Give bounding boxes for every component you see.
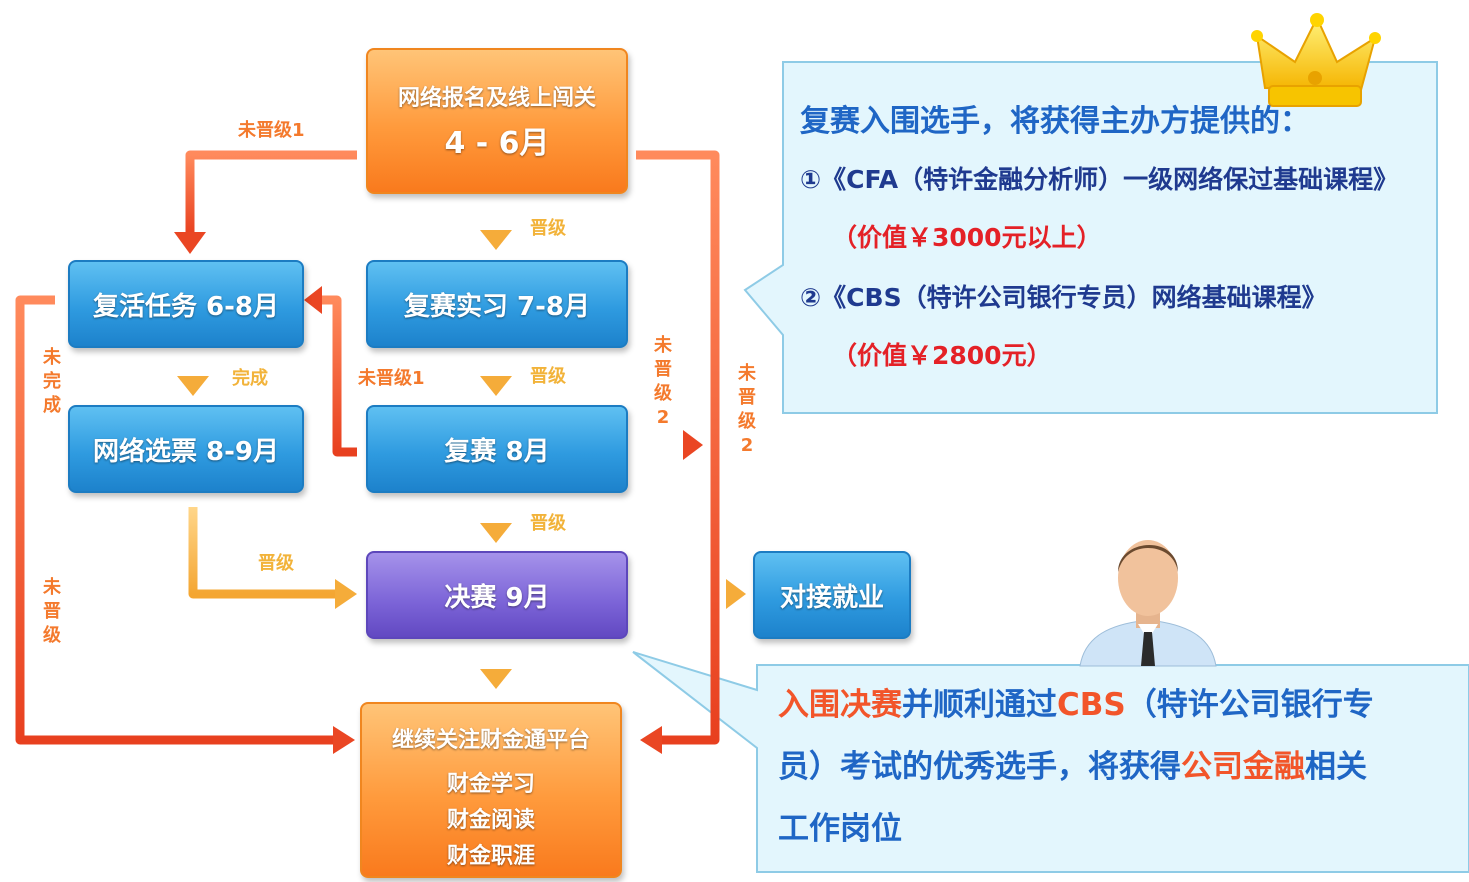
callout-bottom-p8: 工作岗位 bbox=[778, 811, 902, 847]
final-label: 决赛 9月 bbox=[444, 582, 550, 613]
callout-top-item-1-value: （价值￥3000元以上） bbox=[832, 223, 1102, 252]
registration-line2: 4 - 6月 bbox=[444, 126, 550, 161]
callout-bottom-p5: 员）考试的优秀选手，将获得 bbox=[778, 749, 1181, 785]
label-promote-b: 晋级 bbox=[530, 366, 566, 387]
revival-box: 复活任务 6-8月 bbox=[68, 260, 304, 348]
registration-line1: 网络报名及线上闯关 bbox=[397, 86, 596, 111]
callout-bottom-p4: （特许公司银行专 bbox=[1125, 687, 1374, 723]
callout-bottom-text: 入围决赛并顺利通过CBS（特许公司银行专 员）考试的优秀选手，将获得公司金融相关… bbox=[778, 674, 1448, 860]
semi-practice-label: 复赛实习 7-8月 bbox=[403, 291, 591, 322]
online-vote-box: 网络选票 8-9月 bbox=[68, 405, 304, 493]
employment-box: 对接就业 bbox=[753, 551, 911, 639]
callout-top-bubble bbox=[743, 61, 1438, 414]
callout-bottom-p6: 公司金融 bbox=[1181, 749, 1305, 785]
callout-top-heading: 复赛入围选手，将获得主办方提供的： bbox=[800, 104, 1310, 139]
arrow-registration-to-platform bbox=[636, 150, 720, 745]
semifinal-label: 复赛 8月 bbox=[444, 436, 550, 467]
businessman-icon bbox=[1079, 540, 1217, 667]
callout-top-item-2-value: （价值￥2800元） bbox=[832, 341, 1052, 370]
platform-item-1: 财金学习 bbox=[446, 772, 535, 797]
label-promote-c: 晋级 bbox=[530, 513, 566, 534]
registration-box: 网络报名及线上闯关 4 - 6月 bbox=[366, 48, 628, 194]
platform-item-3: 财金职涯 bbox=[446, 844, 535, 869]
employment-label: 对接就业 bbox=[779, 582, 884, 613]
yellow-arrowheads bbox=[177, 230, 746, 689]
semifinal-box: 复赛 8月 bbox=[366, 405, 628, 493]
arrow-registration-to-revival bbox=[185, 150, 357, 235]
online-vote-label: 网络选票 8-9月 bbox=[92, 436, 280, 467]
label-not-promoted-1-mid: 未晋级1 bbox=[358, 368, 425, 389]
red-arrowheads bbox=[174, 232, 703, 754]
callout-bottom-p1: 入围决赛 bbox=[778, 687, 902, 723]
callout-top-item-1: ①《CFA（特许金融分析师）一级网络保过基础课程》 bbox=[800, 165, 1399, 194]
arrow-semifinal-to-revival bbox=[320, 295, 357, 457]
final-box: 决赛 9月 bbox=[366, 551, 628, 639]
platform-box: 继续关注财金通平台 财金学习 财金阅读 财金职涯 bbox=[360, 702, 622, 878]
arrow-left-loop bbox=[15, 295, 335, 745]
label-not-promoted: 未 晋 级 bbox=[43, 577, 61, 646]
revival-label: 复活任务 6-8月 bbox=[92, 291, 280, 322]
label-not-promoted-2-a: 未 晋 级 2 bbox=[654, 335, 672, 428]
crown-icon bbox=[1251, 13, 1381, 107]
callout-bottom-p7: 相关 bbox=[1305, 749, 1367, 785]
callout-bottom-p2: 并顺利通过 bbox=[902, 687, 1057, 723]
label-complete: 完成 bbox=[232, 368, 268, 389]
callout-bottom-bubble bbox=[632, 651, 1469, 873]
label-not-promoted-1-top: 未晋级1 bbox=[238, 120, 305, 141]
label-promote-a: 晋级 bbox=[530, 218, 566, 239]
callout-bottom-p3: CBS bbox=[1057, 687, 1126, 723]
red-arrows bbox=[15, 150, 720, 745]
label-not-complete: 未 完 成 bbox=[43, 347, 61, 416]
callout-top-item-2: ②《CBS（特许公司银行专员）网络基础课程》 bbox=[800, 283, 1327, 312]
label-promote-d: 晋级 bbox=[258, 553, 294, 574]
arrow-vote-to-final bbox=[188, 507, 337, 599]
semi-practice-box: 复赛实习 7-8月 bbox=[366, 260, 628, 348]
platform-item-2: 财金阅读 bbox=[446, 808, 535, 833]
label-not-promoted-2-b: 未 晋 级 2 bbox=[738, 363, 756, 456]
yellow-arrows bbox=[188, 204, 728, 671]
platform-title: 继续关注财金通平台 bbox=[391, 728, 590, 753]
